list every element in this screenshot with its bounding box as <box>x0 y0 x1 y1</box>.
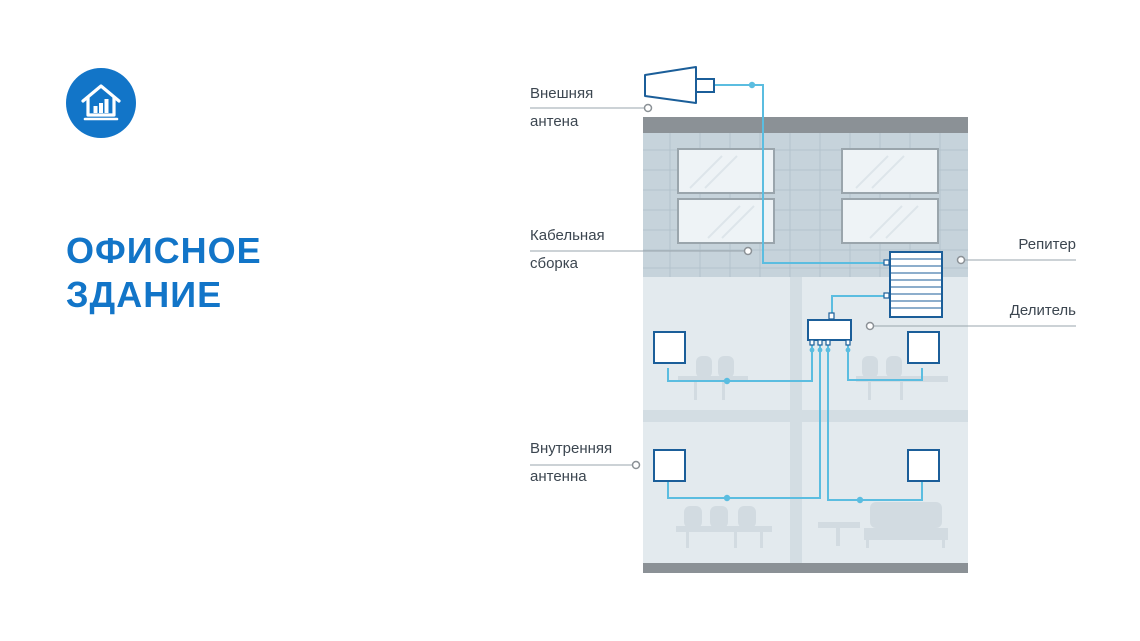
ground-base <box>643 563 968 573</box>
title-line-1: ОФИСНОЕ <box>66 230 262 271</box>
internal-antenna-devices <box>653 331 940 482</box>
label-cable-assembly-line1: Кабельная <box>530 227 605 244</box>
callout-lines <box>530 107 1076 466</box>
label-cable-assembly-line2: сборка <box>530 255 579 272</box>
label-internal-antenna-line2: антенна <box>530 468 587 485</box>
label-splitter-text: Делитель <box>1009 302 1076 319</box>
label-external-antenna: Внешняя антена <box>530 80 593 136</box>
splitter-device <box>807 312 852 346</box>
cable-junction-dots <box>723 81 864 504</box>
cables <box>667 84 923 501</box>
label-cable-assembly: Кабельная сборка <box>530 222 605 278</box>
roof <box>643 117 968 133</box>
label-external-antenna-line2: антена <box>530 113 579 130</box>
title-line-2: ЗДАНИЕ <box>66 274 223 315</box>
label-splitter: Делитель <box>1010 297 1076 325</box>
external-antenna-device <box>644 66 715 104</box>
floor-slab <box>643 410 968 422</box>
label-repeater-text: Репитер <box>1018 236 1076 253</box>
label-internal-antenna-line1: Внутренняя <box>530 440 613 457</box>
inner-wall <box>790 277 802 564</box>
label-repeater: Репитер <box>1018 231 1076 259</box>
callout-dots <box>631 103 966 470</box>
label-external-antenna-line1: Внешняя <box>530 85 594 102</box>
repeater-device <box>883 251 943 318</box>
windows <box>677 148 939 244</box>
page-title: ОФИСНОЕ ЗДАНИЕ <box>66 229 262 317</box>
label-internal-antenna: Внутренняя антенна <box>530 435 612 491</box>
house-chart-icon <box>66 68 136 138</box>
